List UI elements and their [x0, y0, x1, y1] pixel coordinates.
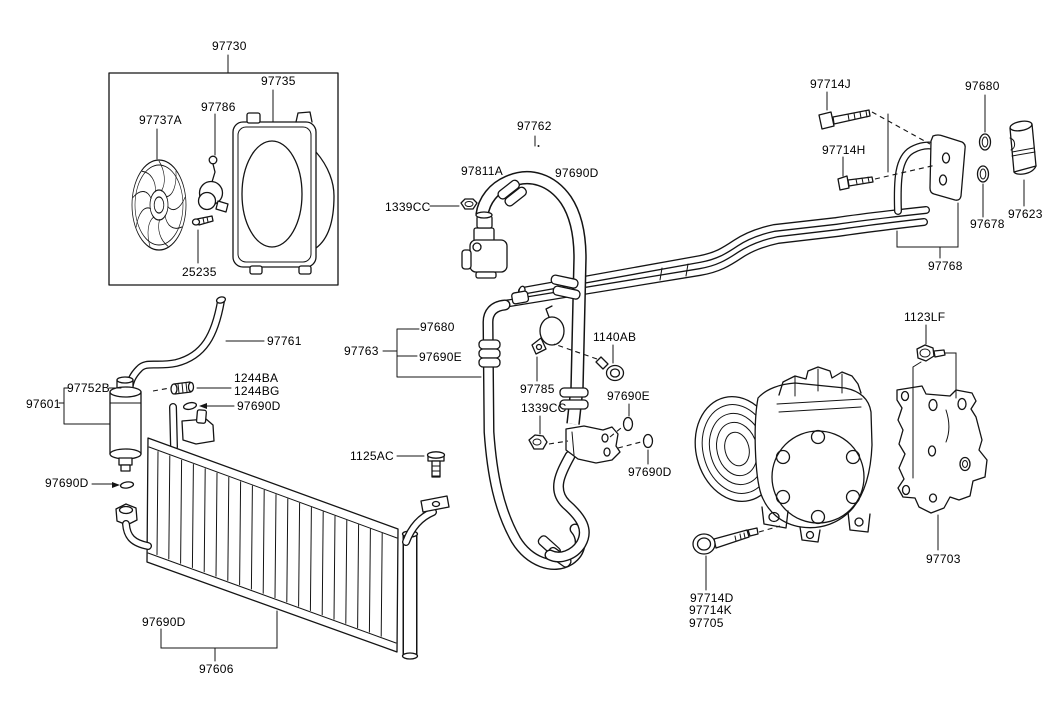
- part-label-97730: 97730: [212, 39, 247, 53]
- bolt-97714d-drawing: [692, 525, 781, 591]
- part-label-97752b: 97752B: [67, 381, 110, 395]
- bolt-97714j-drawing: [818, 91, 931, 145]
- part-label-97690e-mid: 97690E: [607, 389, 650, 403]
- service-valve-drawing: [461, 211, 508, 279]
- part-label-97680-left: 97680: [420, 320, 455, 334]
- part-label-97811a: 97811A: [461, 164, 503, 178]
- part-label-97761: 97761: [267, 334, 302, 348]
- part-label-97606: 97606: [199, 662, 234, 676]
- fan-blade-drawing: [131, 159, 187, 251]
- part-label-1339cc-bottom: 1339CC: [521, 401, 567, 415]
- part-label-97735: 97735: [261, 74, 296, 88]
- part-label-97690d-mid: 97690D: [628, 465, 672, 479]
- part-label-97690e-left: 97690E: [419, 350, 462, 364]
- oring-valve-drawing: [182, 401, 198, 411]
- part-label-97623: 97623: [1008, 207, 1043, 221]
- bolt-97714h-drawing: [837, 156, 937, 191]
- part-label-97703: 97703: [926, 552, 961, 566]
- part-label-97785: 97785: [520, 382, 555, 396]
- part-label-97714j: 97714J: [810, 77, 851, 91]
- part-label-97763: 97763: [344, 344, 379, 358]
- part-label-97705: 97705: [689, 616, 724, 630]
- part-label-97762: 97762: [517, 119, 552, 133]
- tube-assembly-drawing: [494, 91, 1037, 309]
- part-label-97601: 97601: [26, 397, 61, 411]
- receiver-drier-drawing: [58, 296, 265, 472]
- part-label-1140ab: 1140AB: [593, 330, 637, 344]
- part-label-97786: 97786: [201, 100, 236, 114]
- motor-screw-drawing: [191, 215, 214, 226]
- hose-assembly-drawing: [382, 135, 654, 570]
- part-label-97690d-bottom: 97690D: [142, 615, 186, 629]
- part-label-1123lf: 1123LF: [904, 310, 946, 324]
- part-label-1244bg: 1244BG: [234, 384, 280, 398]
- part-label-1125ac: 1125AC: [350, 449, 394, 463]
- hose-clamp-drawing: [531, 305, 565, 382]
- fan-motor-drawing: [197, 155, 229, 213]
- part-label-97768: 97768: [928, 259, 963, 273]
- part-label-97690d-left: 97690D: [45, 476, 89, 490]
- bolt-1140ab-drawing: [553, 343, 625, 382]
- compressor-bracket-drawing: [896, 324, 988, 551]
- part-label-97714d: 97714D: [690, 591, 734, 605]
- compressor-drawing: [692, 366, 873, 591]
- condenser-drawing: [91, 437, 450, 662]
- part-label-25235: 25235: [182, 265, 217, 279]
- filter-drawing: [1009, 120, 1037, 207]
- part-label-1244ba: 1244BA: [234, 371, 279, 385]
- part-label-97737a: 97737A: [139, 113, 182, 127]
- charge-valve-drawing: [152, 381, 232, 395]
- part-label-97714k: 97714K: [689, 603, 732, 617]
- condenser-bolt-drawing: [396, 451, 446, 478]
- bolt-1123lf-drawing: [916, 324, 946, 362]
- part-label-97678: 97678: [970, 217, 1005, 231]
- part-label-97690d-hose: 97690D: [555, 166, 599, 180]
- fan-shroud-drawing: [232, 111, 335, 275]
- fan-assembly-drawing: [108, 54, 339, 286]
- part-label-97714h: 97714H: [822, 143, 866, 157]
- part-label-97680-right: 97680: [965, 79, 1000, 93]
- part-label-97690d-valve: 97690D: [237, 399, 281, 413]
- part-label-1339cc-top: 1339CC: [385, 200, 431, 214]
